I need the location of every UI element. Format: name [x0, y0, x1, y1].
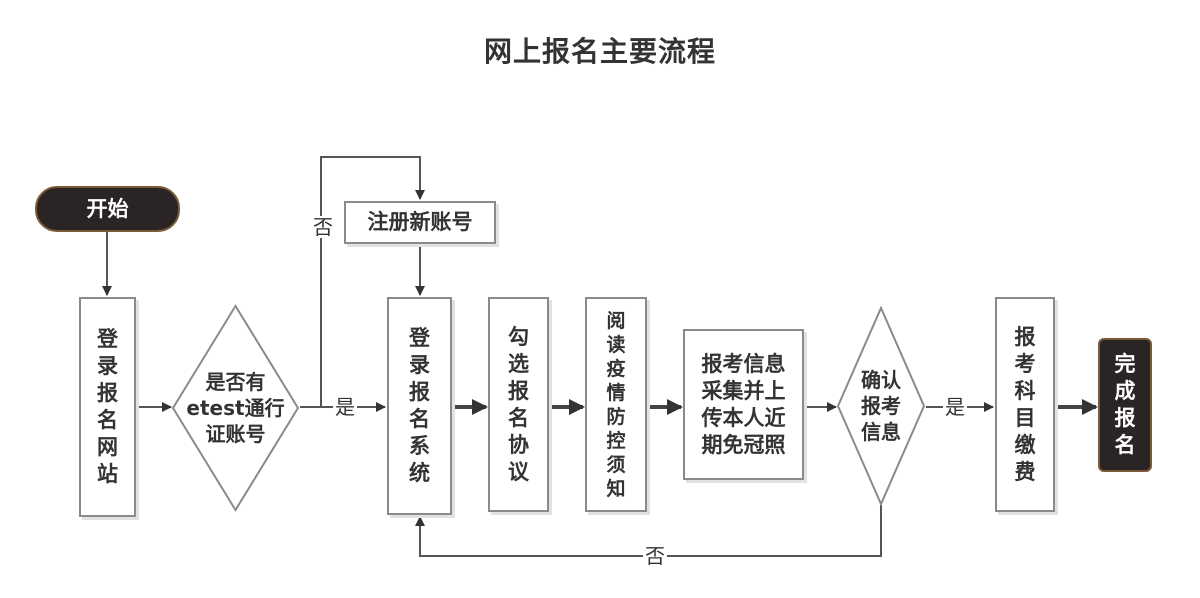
start-label: 开始 — [86, 196, 129, 221]
register-label: 注册新账号 — [367, 210, 473, 234]
process-pay-fee: 报 考 科 目 缴 费 — [995, 297, 1055, 512]
collect-info-label: 报考信息 采集并上 传本人近 期免冠照 — [701, 351, 786, 457]
process-check-agreement: 勾 选 报 名 协 议 — [488, 297, 549, 512]
edge-decision-no — [320, 156, 425, 407]
edge-label-no-account: 否 — [311, 215, 335, 239]
process-login-system: 登 录 报 名 系 统 — [387, 297, 452, 515]
finish-terminal: 完 成 报 名 — [1098, 338, 1152, 472]
decision-confirm-info-shape — [836, 306, 926, 506]
check-agreement-label: 勾 选 报 名 协 议 — [508, 324, 529, 484]
edge-label-confirm-yes: 是 — [943, 395, 967, 419]
edge-label-confirm-no: 否 — [643, 544, 667, 568]
edge-label-yes-account: 是 — [333, 395, 357, 419]
read-notice-label: 阅 读 疫 情 防 控 须 知 — [606, 309, 626, 500]
decision-has-account-shape — [171, 304, 300, 512]
finish-label: 完 成 报 名 — [1114, 352, 1136, 457]
process-collect-info: 报考信息 采集并上 传本人近 期免冠照 — [683, 329, 804, 480]
decision-confirm-info: 确认 报考 信息 — [836, 306, 926, 506]
decision-has-account: 是否有 etest通行 证账号 — [171, 304, 300, 512]
process-register: 注册新账号 — [344, 201, 496, 244]
decision-has-account-label: 是否有 etest通行 证账号 — [186, 370, 285, 446]
pay-fee-label: 报 考 科 目 缴 费 — [1014, 324, 1036, 484]
login-site-label: 登 录 报 名 网 站 — [97, 327, 118, 486]
start-terminal: 开始 — [35, 186, 180, 232]
process-read-notice: 阅 读 疫 情 防 控 须 知 — [585, 297, 647, 512]
login-system-label: 登 录 报 名 系 统 — [409, 326, 430, 485]
page-title: 网上报名主要流程 — [483, 35, 716, 68]
process-login-site: 登 录 报 名 网 站 — [79, 297, 136, 517]
decision-confirm-info-label: 确认 报考 信息 — [861, 368, 901, 444]
